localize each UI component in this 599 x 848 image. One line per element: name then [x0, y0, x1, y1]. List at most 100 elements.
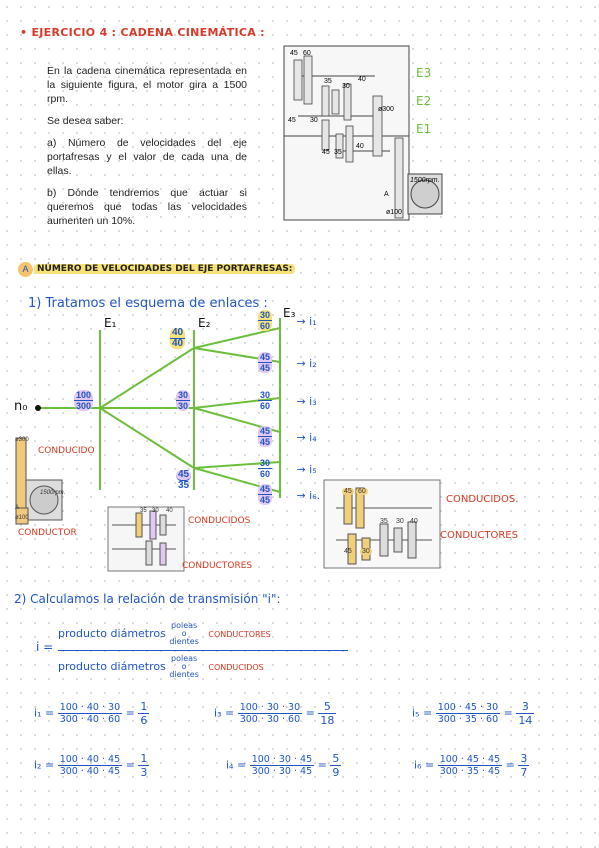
eq-result-den: 18 — [320, 714, 335, 727]
kinematic-chain-figure: 45 60 35 30 40 ø300 45 30 45 35 40 1500r… — [283, 45, 443, 221]
fig-label: 45 — [288, 117, 296, 124]
motor-speed-label: 1500rpm. — [410, 177, 440, 184]
eq-num: 100 · 30 · 45 — [249, 754, 315, 766]
conducidos-small-label: CONDUCIDOS — [188, 516, 251, 526]
ratio-num: 100 — [74, 390, 94, 401]
mini-label: 40 — [410, 518, 418, 525]
ratio-den: 60 — [260, 469, 271, 479]
shaft-label-e1: E1 — [416, 122, 432, 136]
mini-label: 40 — [166, 508, 173, 514]
mini-label: 35 — [380, 518, 388, 525]
formula-o: o — [181, 662, 187, 671]
fig-label: 60 — [303, 50, 311, 57]
fig-label: 35 — [334, 149, 342, 156]
eq-num: 100 · 40 · 45 — [57, 754, 123, 766]
eq-name: i₅ = — [412, 706, 433, 720]
conducidos-right-label: CONDUCIDOS. — [446, 494, 519, 505]
ratio-den: 35 — [178, 480, 190, 491]
fig-label: ø300 — [378, 106, 394, 113]
axis-label-e1: E₁ — [104, 316, 117, 330]
formula-conducidos: CONDUCIDOS — [208, 663, 264, 672]
output-label: → i₄ — [296, 430, 317, 444]
fig-label: 30 — [310, 117, 318, 124]
ratio-den: 60 — [260, 401, 271, 411]
eq-sign: = — [125, 706, 135, 720]
ratio-den: 60 — [260, 321, 271, 331]
step1-heading: 1) Tratamos el esquema de enlaces : — [28, 296, 268, 311]
ratio-num: 45 — [258, 484, 273, 495]
axis-label-e3: E₃ — [283, 306, 296, 320]
ratio-den: 300 — [76, 401, 92, 411]
eq-den: 300 · 30 · 60 — [239, 714, 301, 725]
eq-result-den: 14 — [518, 714, 533, 727]
mini-label: 45 — [344, 548, 352, 555]
eq-den: 300 · 35 · 60 — [437, 714, 499, 725]
eq-name: i₆ = — [414, 758, 435, 772]
ratio-den: 45 — [260, 363, 271, 373]
fig-label: 45 — [322, 149, 330, 156]
eq-result-num: 5 — [318, 700, 337, 714]
eq-sign: = — [125, 758, 135, 772]
ratio-den: 45 — [260, 437, 271, 447]
eq-den: 300 · 30 · 45 — [251, 766, 313, 777]
eq-num: 100 · 45 · 30 — [435, 702, 501, 714]
eq-result-num: 3 — [516, 700, 535, 714]
eq-sign: = — [503, 706, 513, 720]
mini-label: ø300 — [15, 437, 29, 443]
ratio-num: 45 — [258, 426, 273, 437]
formula-denominator: producto diámetros poleas o dientes COND… — [58, 651, 348, 679]
ratio-num: 45 — [176, 469, 192, 481]
motor-letter: A — [384, 191, 389, 198]
ratio-45-35: 45 35 — [176, 469, 192, 491]
statement-paragraph: a) Número de velocidades del eje portafr… — [47, 137, 247, 177]
ratio-num: 45 — [258, 352, 273, 363]
formula-poleas: poleas — [171, 654, 198, 663]
output-label: → i₆. — [296, 488, 321, 502]
mini-label: ø100 — [15, 515, 29, 521]
mini-label: 1500rpm. — [40, 490, 66, 496]
ratio-num: 30 — [258, 390, 273, 401]
section-badge: A — [18, 262, 33, 277]
eq-result-den: 7 — [520, 766, 528, 779]
conductores-small-label: CONDUCTORES — [182, 561, 253, 571]
ratio-den: 45 — [260, 495, 271, 505]
eq-result-den: 3 — [140, 766, 148, 779]
output-label: → i₃ — [296, 394, 317, 408]
n0-label: n₀ — [14, 399, 28, 414]
eq-result-num: 1 — [138, 700, 150, 714]
eq-result-den: 9 — [332, 766, 340, 779]
conductores-right-label: CONDUCTORES — [440, 530, 518, 541]
ratio-num: 40 — [170, 327, 186, 339]
eq-num: 100 · 30 · 30 — [237, 702, 303, 714]
output-label: → i₅ — [296, 462, 317, 476]
motor-mini-figure — [15, 437, 63, 525]
eq-name: i₄ = — [226, 758, 247, 772]
mini-label: 60 — [356, 488, 368, 495]
axis-label-e2: E₂ — [198, 316, 211, 330]
output-label: → i₂ — [296, 356, 317, 370]
eq-num: 100 · 45 · 45 — [437, 754, 503, 766]
mini-label: 30 — [360, 548, 372, 555]
ratio-num: 30 — [258, 310, 273, 321]
shaft-label-e3: E3 — [416, 66, 432, 80]
eq-den: 300 · 40 · 45 — [59, 766, 121, 777]
exercise-statement: En la cadena cinemática representada en … — [47, 64, 247, 236]
eq-name: i₃ = — [214, 706, 235, 720]
eq-name: i₁ = — [34, 706, 55, 720]
ratio-num: 30 — [258, 458, 273, 469]
mini-label: 30 — [396, 518, 404, 525]
eq-sign: = — [317, 758, 327, 772]
formula-dientes: dientes — [169, 637, 199, 646]
eq-result-den: 6 — [140, 714, 148, 727]
shaft-label-e2: E2 — [416, 94, 432, 108]
formula-numerator: producto diámetros poleas o dientes COND… — [58, 622, 348, 651]
